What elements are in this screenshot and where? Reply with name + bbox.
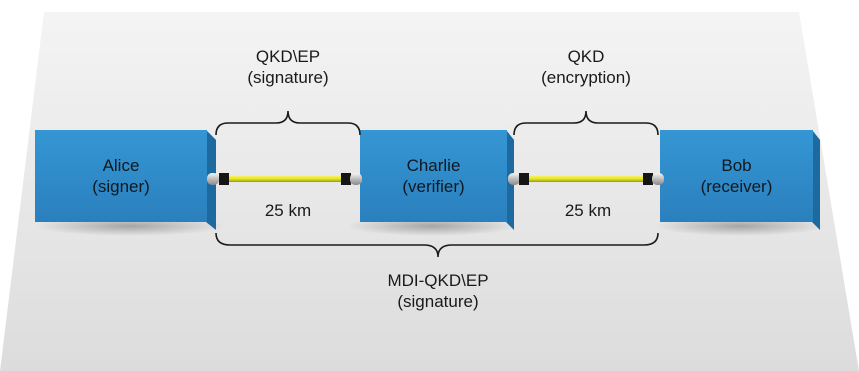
- left-link-purpose: (signature): [247, 68, 329, 87]
- alice-name: Alice: [102, 156, 140, 175]
- right-link-distance: 25 km: [564, 201, 612, 220]
- charlie-box: [360, 130, 514, 230]
- fiber-cable-right: [529, 176, 643, 182]
- connector-alice: [207, 173, 219, 185]
- brace-top-left: [215, 110, 361, 136]
- connector-charlie-right: [508, 173, 520, 185]
- bob-name: Bob: [721, 156, 752, 175]
- label-right-link: QKD (encryption): [516, 46, 656, 88]
- fiber-link-right: [508, 173, 664, 185]
- fiber-plug-right-b: [643, 173, 653, 185]
- fiber-plug-left-b: [341, 173, 351, 185]
- node-alice: Alice (signer): [35, 130, 207, 222]
- overall-purpose: (signature): [397, 292, 479, 311]
- fiber-plug-right-a: [519, 173, 529, 185]
- fiber-plug-left-a: [219, 173, 229, 185]
- overall-protocol: MDI-QKD\EP: [387, 271, 489, 290]
- node-bob: Bob (receiver): [660, 130, 813, 222]
- brace-top-right: [513, 110, 659, 136]
- connector-bob: [652, 173, 664, 185]
- right-link-purpose: (encryption): [541, 68, 631, 87]
- bob-role: (receiver): [700, 177, 773, 196]
- connector-charlie-left: [350, 173, 362, 185]
- right-link-protocol: QKD: [567, 47, 605, 66]
- label-left-link: QKD\EP (signature): [218, 46, 358, 88]
- fiber-link-left: [207, 173, 362, 185]
- fiber-cable-left: [229, 176, 341, 182]
- left-link-protocol: QKD\EP: [255, 47, 321, 66]
- alice-role: (signer): [92, 177, 150, 196]
- bob-box: [660, 130, 820, 230]
- brace-bottom: [215, 232, 659, 258]
- charlie-name: Charlie: [406, 156, 461, 175]
- alice-box: [35, 130, 216, 230]
- charlie-role: (verifier): [402, 177, 465, 196]
- label-overall: MDI-QKD\EP (signature): [338, 270, 538, 312]
- left-link-distance: 25 km: [264, 201, 312, 220]
- node-charlie: Charlie (verifier): [360, 130, 507, 222]
